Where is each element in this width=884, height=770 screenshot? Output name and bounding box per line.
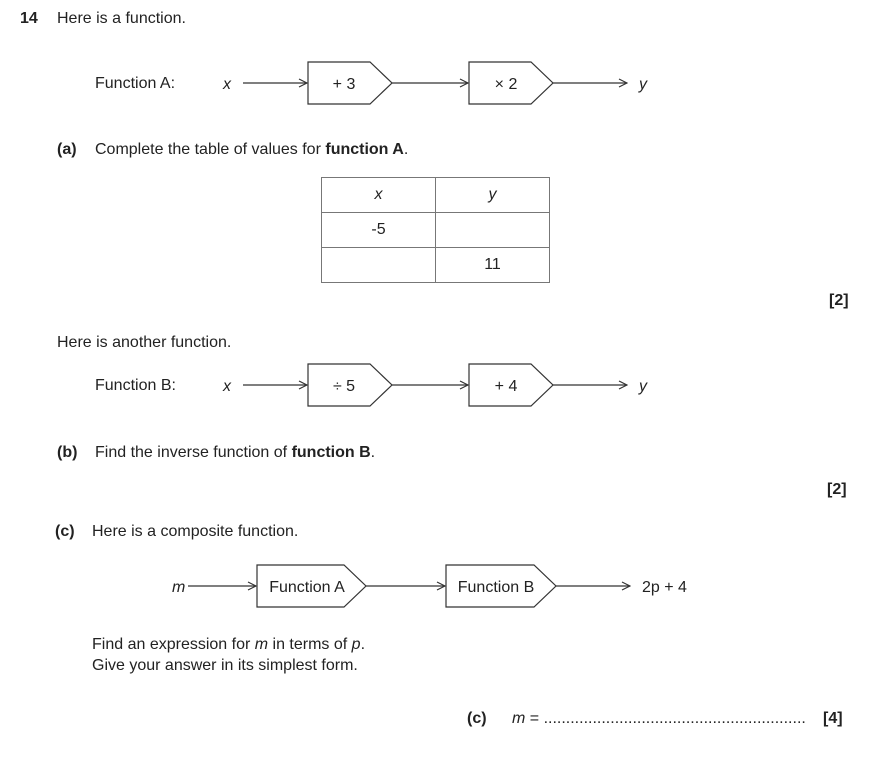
- table-header-x: x: [321, 177, 436, 213]
- function-a-step1-label: + 3: [333, 76, 356, 93]
- function-a-label: Function A:: [95, 75, 176, 92]
- function-b-input: x: [222, 378, 232, 395]
- instruction-text: Find an expression for: [92, 636, 255, 653]
- function-b-output: y: [638, 378, 648, 395]
- answer-label: (c): [467, 710, 487, 727]
- composite-box2-label: Function B: [458, 579, 534, 596]
- part-b-marks: [2]: [827, 481, 847, 498]
- table-cell-answer[interactable]: [321, 247, 436, 283]
- answer-dots[interactable]: ........................................…: [543, 711, 806, 727]
- table-row: -5: [321, 212, 550, 248]
- function-b-step1-box: [307, 363, 393, 407]
- composite-output: 2p + 4: [642, 579, 687, 596]
- answer-var: m: [512, 710, 526, 727]
- part-c-text: Here is a composite function.: [92, 523, 299, 540]
- composite-box-function-b: [445, 564, 557, 608]
- composite-box1-label: Function A: [269, 579, 345, 596]
- question-intro: Here is a function.: [57, 10, 186, 27]
- function-a-step2-label: × 2: [495, 76, 518, 93]
- function-b-diagram: x ÷ 5 + 4 y: [222, 363, 648, 407]
- table-cell: -5: [321, 212, 436, 248]
- instruction-text: in terms of: [268, 636, 352, 653]
- table-header-row: x y: [321, 177, 550, 213]
- part-b-text: Find the inverse function of: [95, 444, 292, 461]
- answer-equals: =: [525, 710, 544, 727]
- function-a-diagram: x + 3 × 2 y: [222, 61, 648, 105]
- instruction-var-m: m: [254, 636, 269, 653]
- function-a-step2-box: [468, 61, 554, 105]
- function-a-input: x: [222, 76, 232, 93]
- part-a-question: Complete the table of values for functio…: [95, 142, 408, 158]
- composite-input: m: [172, 579, 185, 596]
- part-b-question: Find the inverse function of function B.: [95, 445, 375, 461]
- table-header-y: y: [435, 177, 550, 213]
- function-b-step1-label: ÷ 5: [333, 378, 355, 395]
- part-c-instruction-2: Give your answer in its simplest form.: [92, 657, 358, 674]
- instruction-var-p: p: [351, 636, 361, 653]
- table-cell: 11: [435, 247, 550, 283]
- part-b-text-end: .: [370, 444, 376, 461]
- part-a-text-end: .: [403, 141, 409, 158]
- instruction-text: .: [360, 636, 366, 653]
- part-c-instruction-1: Find an expression for m in terms of p.: [92, 637, 365, 653]
- part-a-marks: [2]: [829, 292, 849, 309]
- part-c-marks: [4]: [823, 710, 843, 727]
- composite-diagram: m Function A Function B 2p + 4: [172, 564, 687, 608]
- function-b-step2-box: [468, 363, 554, 407]
- another-function-text: Here is another function.: [57, 334, 232, 351]
- table-cell-answer[interactable]: [435, 212, 550, 248]
- part-a-text: Complete the table of values for: [95, 141, 326, 158]
- table-row: 11: [321, 247, 550, 283]
- part-b-text-bold: function B: [291, 444, 371, 461]
- function-b-step2-label: + 4: [495, 378, 518, 395]
- part-a-text-bold: function A: [325, 141, 404, 158]
- part-a-label: (a): [57, 141, 77, 158]
- answer-line[interactable]: m = ....................................…: [512, 711, 806, 727]
- function-a-output: y: [638, 76, 648, 93]
- part-c-label: (c): [55, 523, 75, 540]
- values-table: x y -5 11: [321, 177, 550, 283]
- function-b-label: Function B:: [95, 377, 176, 394]
- question-number: 14: [20, 10, 38, 27]
- part-b-label: (b): [57, 444, 78, 461]
- function-a-step1-box: [307, 61, 393, 105]
- composite-box-function-a: [256, 564, 367, 608]
